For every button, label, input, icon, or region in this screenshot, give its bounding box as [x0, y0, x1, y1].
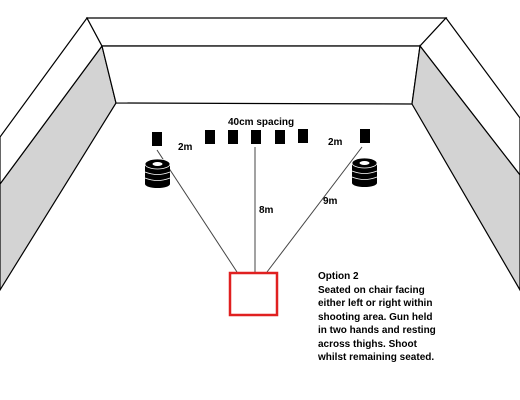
- diagonal-distance-label: 9m: [323, 196, 338, 207]
- option-title: Option 2: [318, 271, 359, 282]
- right-distance-label: 2m: [328, 137, 343, 148]
- option-description: Option 2 Seated on chair facing either l…: [318, 270, 468, 365]
- option-line: across thighs. Shoot: [318, 338, 417, 350]
- line-to-left-target: [156, 149, 238, 273]
- range-walls: [0, 16, 520, 292]
- option-line: whilst remaining seated.: [318, 352, 435, 363]
- left-barrel: [144, 158, 171, 188]
- target: [275, 130, 285, 144]
- back-wall-face: [101, 45, 421, 105]
- target: [360, 129, 370, 143]
- line-to-right-target: [266, 146, 363, 273]
- target: [152, 132, 162, 146]
- right-wall-top: [419, 17, 520, 176]
- option-line: either left or right within: [318, 298, 433, 309]
- center-distance-label: 8m: [259, 205, 274, 216]
- spacing-label: 40cm spacing: [228, 117, 294, 128]
- back-wall-top: [85, 17, 448, 47]
- option-line: in two hands and resting: [318, 325, 436, 336]
- target: [205, 130, 215, 144]
- option-line: shooting area. Gun held: [318, 311, 433, 323]
- shooting-area-box: [228, 271, 279, 317]
- option-line: Seated on chair facing: [318, 284, 425, 296]
- target: [251, 130, 261, 144]
- left-distance-label: 2m: [178, 142, 193, 153]
- target: [298, 129, 308, 143]
- sight-lines: [156, 146, 363, 273]
- right-wall-face: [411, 44, 520, 292]
- targets: [152, 129, 370, 146]
- right-barrel: [351, 157, 378, 187]
- target: [228, 130, 238, 144]
